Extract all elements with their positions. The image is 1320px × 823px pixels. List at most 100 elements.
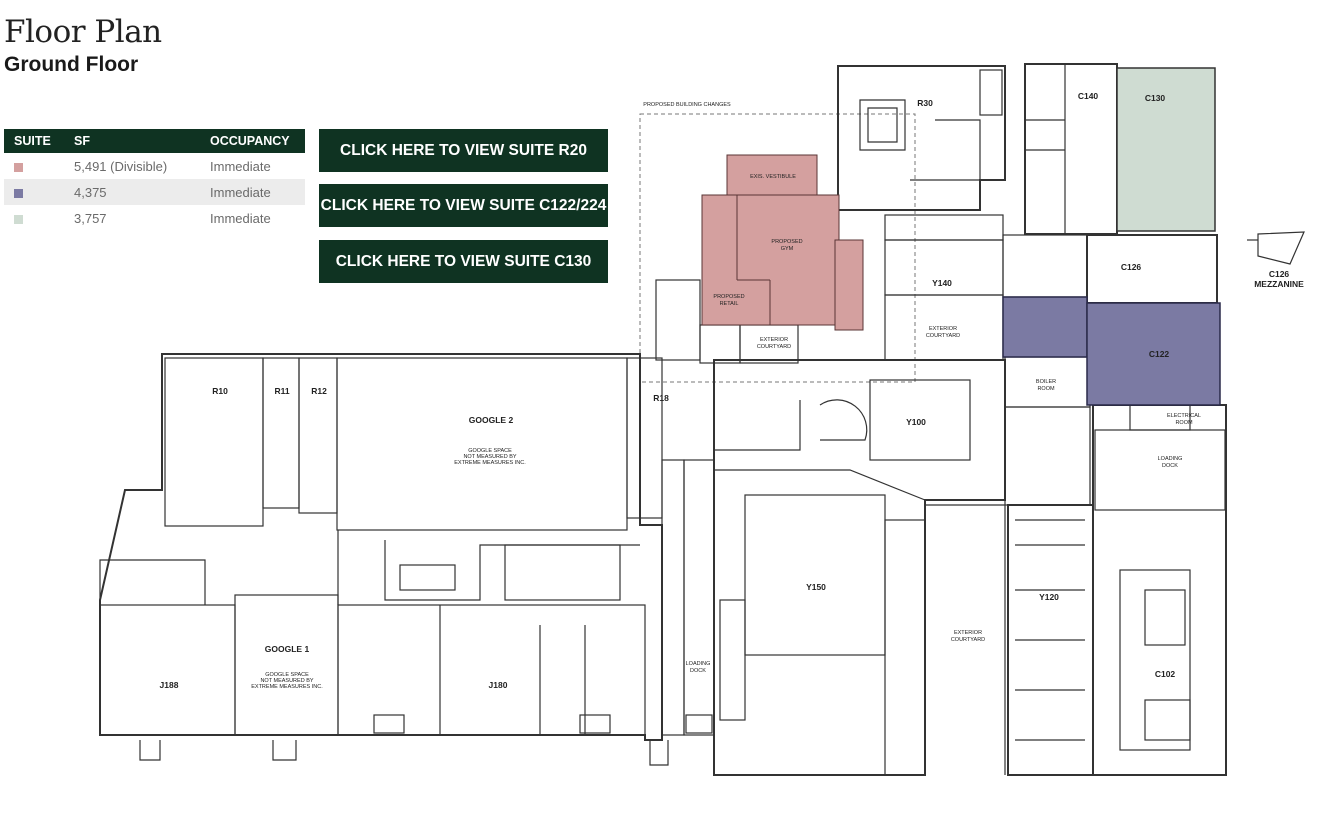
room-c126 [1086, 234, 1218, 304]
room [979, 69, 1003, 116]
label-ext-courtyard-south-2: COURTYARD [951, 637, 985, 643]
column-header-suite: SUITE [4, 129, 64, 153]
room-c140 [1024, 63, 1118, 235]
label-loading-dock-west-2: DOCK [690, 668, 706, 674]
label-c122: C122 [1149, 349, 1170, 359]
label-proposed-retail-1: PROPOSED [713, 294, 744, 300]
suite-r20-strip[interactable] [834, 239, 864, 331]
google-1-note-2: NOT MEASURED BY [260, 678, 313, 684]
room-google-1 [234, 594, 339, 736]
label-exis-vestibule: EXIS. VESTIBULE [750, 174, 796, 180]
google-2-note-2: NOT MEASURED BY [463, 454, 516, 460]
label-y100: Y100 [906, 417, 926, 427]
suite-table-header: SUITE SF OCCUPANCY [4, 129, 305, 153]
label-google-1: GOOGLE 1 [265, 644, 310, 654]
column-header-occupancy: OCCUPANCY [200, 129, 305, 153]
occupancy-cell: Immediate [210, 210, 271, 226]
google-1-note-3: EXTREME MEASURES INC. [251, 684, 323, 690]
label-ext-courtyard-north-2: COURTYARD [926, 333, 960, 339]
central-wing-outline [713, 359, 1006, 776]
google-2-note-1: GOOGLE SPACE [468, 448, 512, 454]
room-dividers [1015, 519, 1085, 741]
suite-swatch-cell [4, 205, 64, 231]
wall-segments [1025, 64, 1066, 234]
room-c102 [1119, 569, 1191, 751]
stair-block [399, 564, 456, 591]
suite-c122-east[interactable] [1086, 302, 1221, 406]
google-2-note-3: EXTREME MEASURES INC. [454, 460, 526, 466]
suite-table: SUITE SF OCCUPANCY 5,491 (Divisible) Imm… [4, 129, 305, 231]
sf-cell: 5,491 (Divisible) [74, 158, 168, 174]
label-r12: R12 [311, 386, 327, 396]
label-y140: Y140 [932, 278, 952, 288]
exterior-stairs [139, 740, 669, 766]
proposed-changes-boundary [639, 113, 916, 383]
rotunda [819, 399, 868, 441]
label-ext-courtyard-south-1: EXTERIOR [954, 630, 982, 636]
suite-r20-swatch [14, 162, 23, 172]
suite-swatch-cell [4, 153, 64, 179]
label-r10: R10 [212, 386, 228, 396]
room [655, 279, 701, 361]
label-c140: C140 [1078, 91, 1099, 101]
label-proposed-retail-2: RETAIL [720, 301, 739, 307]
label-j180: J180 [489, 680, 508, 690]
suite-c130-swatch [14, 214, 23, 224]
label-j188: J188 [160, 680, 179, 690]
label-ext-courtyard-small-2: COURTYARD [757, 344, 791, 350]
core-room [504, 544, 621, 601]
suite-c122-swatch [14, 188, 23, 198]
room [1002, 234, 1088, 298]
wall-segments [337, 530, 586, 735]
suite-r20-vestibule[interactable] [726, 154, 818, 196]
suite-c130[interactable] [1116, 67, 1216, 232]
fixture [579, 714, 611, 734]
google-1-note-1: GOOGLE SPACE [265, 672, 309, 678]
room-r12 [298, 357, 338, 514]
core-room [1144, 589, 1186, 646]
wall-segments [910, 119, 981, 181]
view-suite-r20-button[interactable]: CLICK HERE TO VIEW SUITE R20 [319, 129, 608, 172]
suite-c122-west[interactable] [1002, 296, 1088, 358]
label-google-2: GOOGLE 2 [469, 415, 514, 425]
view-suite-c130-button[interactable]: CLICK HERE TO VIEW SUITE C130 [319, 240, 608, 283]
room-y100 [869, 379, 971, 461]
room-j188 [99, 604, 236, 736]
west-wing-outline [99, 353, 663, 741]
label-c126-mezzanine-1: C126 [1269, 269, 1290, 279]
occupancy-cell: Immediate [210, 158, 271, 174]
label-ext-courtyard-north-1: EXTERIOR [929, 326, 957, 332]
column-header-sf: SF [64, 129, 200, 153]
room [699, 324, 741, 364]
suite-swatch-cell [4, 179, 64, 205]
room-block [1004, 406, 1091, 506]
room-strip [884, 519, 926, 776]
wall-segments [384, 540, 640, 601]
label-proposed-gym-1: PROPOSED [771, 239, 802, 245]
c126-mezzanine-shape [1257, 231, 1305, 265]
room-loading-dock [1094, 429, 1226, 511]
view-suite-c122-button[interactable]: CLICK HERE TO VIEW SUITE C122/224 [319, 184, 608, 227]
room-r10 [164, 357, 264, 527]
label-y150: Y150 [806, 582, 826, 592]
label-electrical-1: ELECTRICAL [1167, 413, 1201, 419]
label-loading-dock-east-2: DOCK [1162, 463, 1178, 469]
label-loading-dock-east-1: LOADING [1158, 456, 1183, 462]
sf-cell: 3,757 [74, 210, 107, 226]
label-boiler-2: ROOM [1037, 386, 1055, 392]
label-r18: R18 [653, 393, 669, 403]
proposed-changes-label: PROPOSED BUILDING CHANGES [643, 102, 731, 108]
label-electrical-2: ROOM [1175, 420, 1193, 426]
wall-segment [99, 559, 206, 605]
room-y150 [744, 494, 886, 656]
fixture [685, 714, 713, 734]
table-row: 5,491 (Divisible) Immediate [4, 153, 305, 179]
label-c126: C126 [1121, 262, 1142, 272]
label-c102: C102 [1155, 669, 1176, 679]
label-y120: Y120 [1039, 592, 1059, 602]
stair-spiral [859, 99, 906, 151]
label-ext-courtyard-small-1: EXTERIOR [760, 337, 788, 343]
label-boiler-1: BOILER [1036, 379, 1056, 385]
room-strip [884, 214, 1004, 241]
room-r18 [626, 357, 663, 519]
